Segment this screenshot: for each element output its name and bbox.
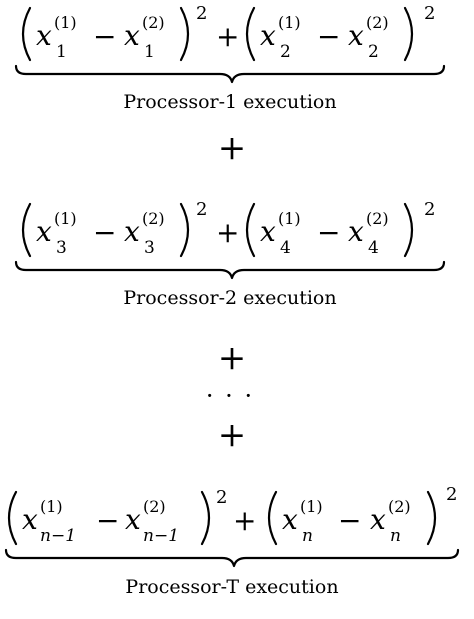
variable-x: x	[260, 19, 276, 52]
superscript: (2)	[142, 13, 165, 32]
superscript: (2)	[388, 497, 411, 516]
left-paren	[21, 6, 32, 62]
subscript: n	[390, 526, 401, 546]
subscript: n−1	[40, 526, 76, 546]
block-3: x (1) n−1 − x (2) n−1 2 + x (1) n − x (2…	[4, 484, 460, 598]
superscript: (1)	[54, 209, 77, 228]
variable-x: x	[36, 215, 52, 248]
subscript: n	[302, 526, 313, 546]
variable-x: x	[282, 503, 298, 536]
superscript: (1)	[40, 497, 63, 516]
superscript: (1)	[278, 209, 301, 228]
square-exponent: 2	[446, 484, 457, 505]
left-paren	[245, 202, 256, 258]
square-exponent: 2	[196, 3, 207, 24]
subscript: 4	[280, 238, 291, 258]
superscript: (2)	[366, 209, 389, 228]
variable-x: x	[124, 19, 140, 52]
subscript: 3	[144, 238, 155, 258]
plus-separator: +	[218, 415, 247, 455]
subscript: 4	[368, 238, 379, 258]
subscript: 1	[56, 42, 67, 62]
superscript: (1)	[300, 497, 323, 516]
caption-processor-1: Processor-1 execution	[123, 91, 336, 113]
minus-sign: −	[96, 504, 119, 537]
variable-x: x	[22, 503, 38, 536]
right-paren	[403, 6, 414, 62]
left-paren	[267, 490, 278, 546]
superscript: (1)	[54, 13, 77, 32]
square-exponent: 2	[424, 199, 435, 220]
right-paren	[403, 202, 414, 258]
right-paren	[200, 490, 211, 546]
plus-sign: +	[216, 216, 239, 249]
plus-sign: +	[216, 20, 239, 53]
variable-x: x	[125, 503, 141, 536]
ellipsis: · · ·	[206, 382, 254, 410]
plus-sign: +	[233, 504, 256, 537]
variable-x: x	[370, 503, 386, 536]
superscript: (2)	[366, 13, 389, 32]
left-paren	[7, 490, 18, 546]
minus-sign: −	[93, 216, 116, 249]
square-exponent: 2	[424, 3, 435, 24]
variable-x: x	[36, 19, 52, 52]
superscript: (1)	[278, 13, 301, 32]
underbrace	[14, 260, 446, 280]
underbrace	[4, 548, 460, 568]
minus-sign: −	[317, 20, 340, 53]
variable-x: x	[260, 215, 276, 248]
plus-separator: +	[218, 128, 247, 168]
subscript: 1	[144, 42, 155, 62]
subscript: 2	[368, 42, 379, 62]
minus-sign: −	[338, 504, 361, 537]
subscript: 2	[280, 42, 291, 62]
plus-separator: +	[218, 338, 247, 378]
right-paren	[179, 6, 190, 62]
superscript: (2)	[142, 209, 165, 228]
subscript: n−1	[143, 526, 179, 546]
right-paren	[179, 202, 190, 258]
left-paren	[245, 6, 256, 62]
variable-x: x	[348, 215, 364, 248]
variable-x: x	[124, 215, 140, 248]
variable-x: x	[348, 19, 364, 52]
caption-processor-2: Processor-2 execution	[123, 287, 336, 309]
right-paren	[426, 490, 437, 546]
minus-sign: −	[93, 20, 116, 53]
square-exponent: 2	[216, 487, 227, 508]
block-1: x (1) 1 − x (2) 1 2 + x (1) 2 − x (2) 2 …	[14, 3, 446, 113]
block-2: x (1) 3 − x (2) 3 2 + x (1) 4 − x (2) 4 …	[14, 199, 446, 309]
subscript: 3	[56, 238, 67, 258]
superscript: (2)	[143, 497, 166, 516]
left-paren	[21, 202, 32, 258]
caption-processor-t: Processor-T execution	[125, 576, 338, 598]
underbrace	[14, 64, 446, 84]
square-exponent: 2	[196, 199, 207, 220]
minus-sign: −	[317, 216, 340, 249]
